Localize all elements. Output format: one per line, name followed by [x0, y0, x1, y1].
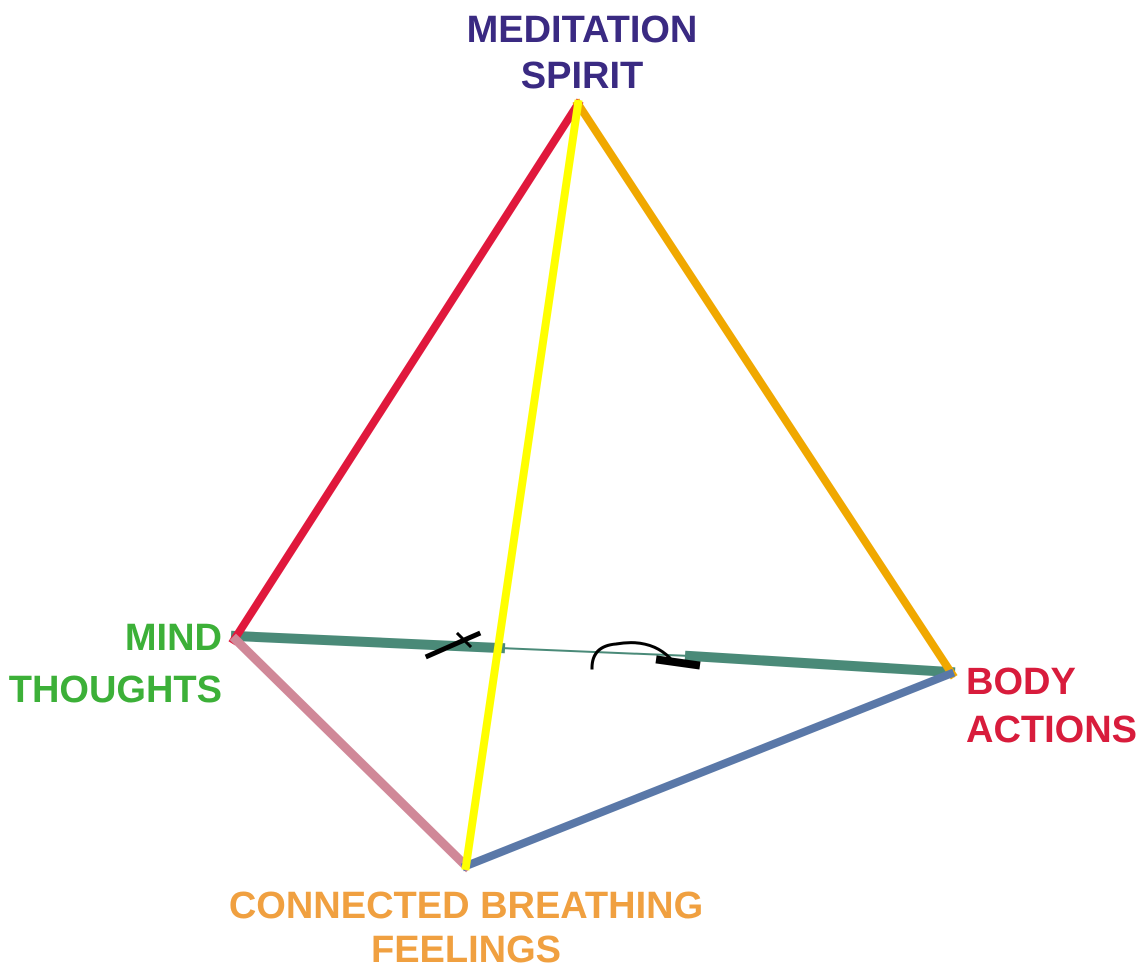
right-label-line2: ACTIONS — [966, 709, 1137, 751]
curve-mark — [590, 641, 673, 670]
edge-meditation-breathing — [461, 99, 583, 871]
edge-mind-breathing — [229, 633, 473, 873]
left-label-line1: MIND — [125, 617, 222, 659]
edge-meditation-body — [572, 98, 958, 680]
curve-mark-tail — [655, 655, 701, 670]
tick-mark — [424, 630, 482, 660]
left-label-line2: THOUGHTS — [9, 669, 222, 711]
edge-meditation-mind — [228, 98, 584, 646]
bottom-label-line2: FEELINGS — [371, 929, 561, 968]
apex-label-line1: MEDITATION — [467, 9, 698, 51]
apex-label-line2: SPIRIT — [521, 55, 643, 97]
edge-breathing-body — [460, 668, 956, 872]
tick-mark — [455, 631, 473, 649]
right-label-line1: BODY — [966, 661, 1076, 703]
edge-marks — [424, 630, 701, 670]
bottom-label-line1: CONNECTED BREATHING — [229, 885, 703, 927]
